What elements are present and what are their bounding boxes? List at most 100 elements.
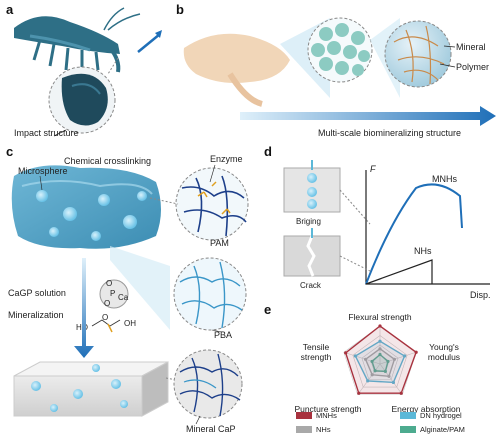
club-shape-illustration: [183, 33, 290, 107]
multiscale-arrow: [240, 106, 496, 126]
nhs-curve: [365, 259, 433, 285]
enzyme-label: Enzyme: [210, 154, 243, 164]
mineralization-label: Mineralization: [8, 310, 64, 320]
mnhs-curve-label: MNHs: [432, 174, 457, 184]
panel-a-to-b-arrow: [137, 33, 161, 53]
radar-point-dn-hydrogel-3: [391, 380, 396, 385]
multiscale-caption: Multi-scale biomineralizing structure: [318, 128, 461, 138]
radar-spoke-4: [357, 363, 381, 395]
mineral-leader: [443, 45, 456, 48]
radar-axis-label-flexural: Flexural strength: [348, 312, 412, 322]
crack-diagram: [283, 228, 341, 277]
radar-point-mnhs-1: [378, 324, 382, 328]
hydrogel-block: [11, 165, 161, 249]
radar-point-nhs-5: [363, 357, 368, 361]
radar-grid-ring-2: [361, 344, 399, 380]
mineralization-arrow: [74, 258, 94, 358]
impact-structure-label: Impact structure: [14, 128, 79, 138]
radar-point-mnhs-4: [357, 391, 361, 395]
svg-text:O: O: [106, 279, 112, 288]
pba-leader: [211, 329, 223, 333]
pba-label: PBA: [214, 330, 232, 340]
panel-a-to-b-arrowhead: [155, 30, 162, 38]
svg-text:Ca: Ca: [118, 293, 129, 302]
panel-label-e: e: [264, 302, 271, 317]
radar-point-mnhs-3: [399, 391, 403, 395]
radar-spoke-2: [379, 351, 417, 365]
legend-swatch-alginate-pam: [400, 426, 416, 433]
legend-label-mnhs: MNHs: [316, 411, 337, 420]
panel-label-c: c: [6, 144, 13, 159]
legend-label-dn-hydrogel: DN hydrogel: [420, 411, 462, 420]
legend-swatch-mnhs: [296, 412, 312, 419]
svg-text:OH: OH: [124, 319, 136, 328]
y-axis-label: F: [370, 164, 376, 174]
radar-point-alginate-pam-1: [378, 352, 382, 357]
radar-point-dn-hydrogel-4: [366, 379, 370, 383]
mineral-cap-leader: [195, 415, 201, 425]
crack-link: [339, 255, 373, 273]
radar-series-dn-hydrogel: [354, 340, 406, 384]
radar-series-mnhs: [344, 325, 417, 394]
radar-grid-ring-3: [352, 335, 408, 388]
panel-label-b: b: [176, 2, 184, 17]
panel-label-a: a: [6, 2, 14, 17]
radar-point-nhs-1: [378, 347, 382, 351]
polymer-label: Polymer: [456, 62, 489, 72]
radar-point-dn-hydrogel-5: [353, 354, 358, 358]
radar-series-alginate-pam: [371, 353, 389, 373]
radar-spoke-3: [379, 363, 403, 395]
svg-text:P: P: [110, 289, 115, 298]
cagp-solution-label: CaGP solution: [8, 288, 66, 298]
radar-point-dn-hydrogel-1: [378, 339, 382, 343]
microsphere-label: Microsphere: [18, 166, 68, 176]
pam-label: PAM: [210, 238, 229, 248]
mantis-shrimp-illustration: [14, 7, 141, 73]
mnhs-curve: [365, 183, 463, 285]
nhs-curve-label: NHs: [414, 246, 432, 256]
microsphere-leader: [39, 175, 43, 191]
pba-network-zoom: [110, 246, 247, 331]
mineralized-block: [13, 361, 169, 417]
radar-point-mnhs-5: [344, 351, 348, 355]
polymer-leader: [439, 63, 456, 68]
radar-point-nhs-3: [387, 374, 391, 378]
crack-label: Crack: [300, 281, 322, 290]
legend-swatch-nhs: [296, 426, 312, 433]
mineral-polymer-sphere: [384, 20, 452, 88]
force-disp-axes: [365, 170, 490, 285]
bridging-label: Briging: [296, 217, 321, 226]
crosslink-network-zoom: [175, 167, 249, 241]
enzyme-leader: [209, 164, 216, 183]
radar-point-nhs-4: [370, 373, 374, 377]
impact-structure-zoom: [48, 57, 119, 134]
microsphere-cluster-zoom: [307, 17, 373, 83]
svg-text:O: O: [102, 313, 108, 322]
radar-point-alginate-pam-5: [370, 359, 374, 364]
radar-spoke-5: [343, 351, 381, 365]
mineral-label: Mineral: [456, 42, 486, 52]
mineral-cap-label: Mineral CaP: [186, 424, 236, 434]
legend-label-nhs: NHs: [316, 425, 331, 434]
radar-point-alginate-pam-4: [373, 369, 377, 373]
radar-point-alginate-pam-2: [386, 359, 390, 364]
legend-label-alginate-pam: Alginate/PAM: [420, 425, 465, 434]
x-axis-label: Disp.: [470, 290, 491, 300]
bridging-link: [339, 189, 371, 225]
radar-series-nhs: [364, 347, 396, 378]
zoom-link-pam: [149, 197, 179, 205]
radar-point-mnhs-2: [414, 350, 418, 354]
radar-axis-label-puncture: Puncture strength: [294, 404, 361, 414]
radar-point-alginate-pam-3: [383, 369, 387, 373]
svg-text:O: O: [104, 299, 110, 308]
crosslinking-label: Chemical crosslinking: [64, 156, 151, 166]
impact-leader-line: [53, 129, 67, 137]
panel-label-d: d: [264, 144, 272, 159]
legend-swatch-dn-hydrogel: [400, 412, 416, 419]
bridging-diagram: [283, 160, 341, 213]
